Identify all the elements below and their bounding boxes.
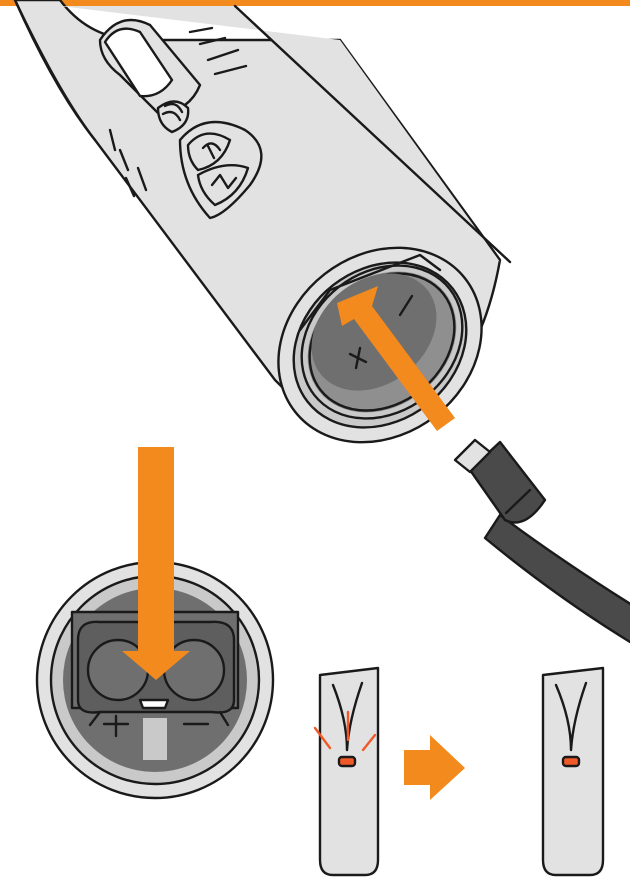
pod-indicator-steady bbox=[543, 668, 603, 875]
pod-indicator-blinking bbox=[315, 668, 378, 875]
arrow-right-icon bbox=[404, 735, 465, 800]
led-light bbox=[563, 757, 579, 766]
top-accent-bar bbox=[0, 0, 630, 6]
usb-c-cable bbox=[455, 440, 630, 648]
led-light bbox=[339, 757, 355, 766]
